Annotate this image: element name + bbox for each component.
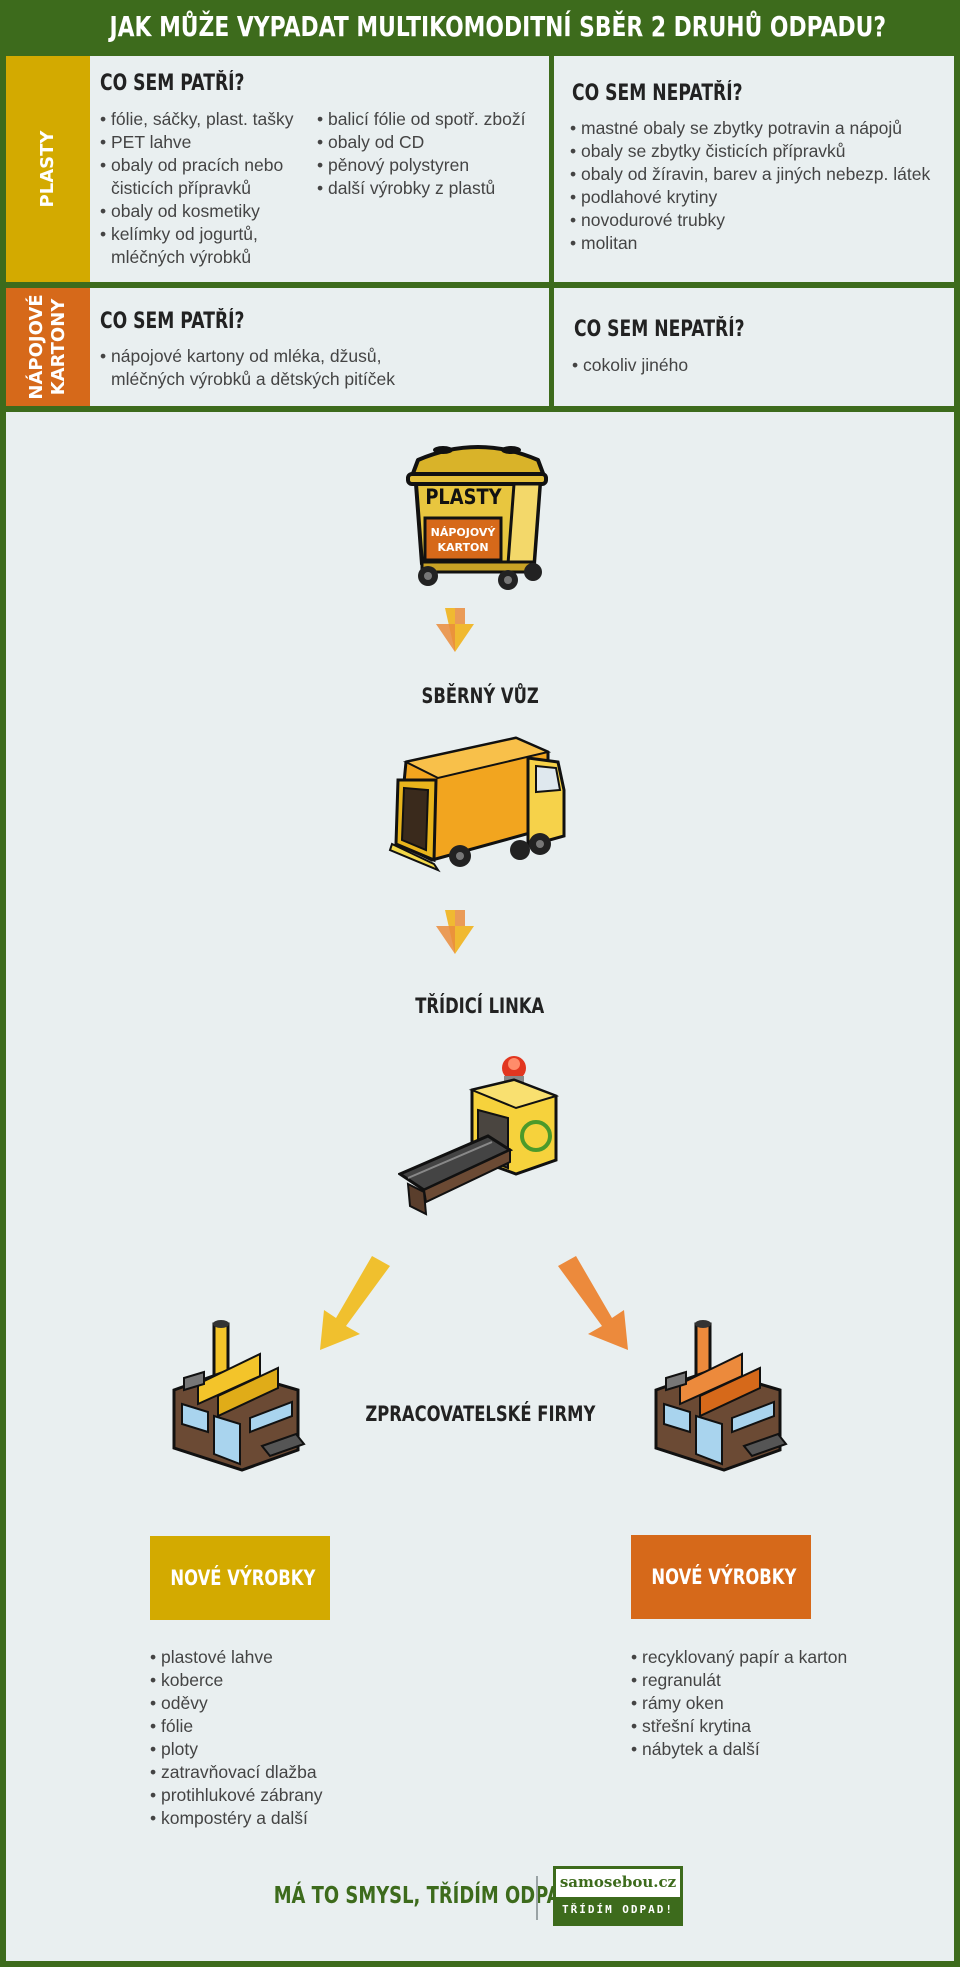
arrow-down-left-icon <box>320 1256 390 1350</box>
list-item: obaly od pracích nebo čisticích přípravk… <box>100 154 305 200</box>
list-item: fólie <box>150 1715 410 1738</box>
list-item: nápojové kartony od mléka, džusů, mléčný… <box>100 345 420 391</box>
list-item: střešní krytina <box>631 1715 911 1738</box>
list-item: molitan <box>570 232 950 255</box>
list-item: zatravňovací dlažba <box>150 1761 410 1784</box>
kartony-belongs-panel: CO SEM PATŘÍ? nápojové kartony od mléka,… <box>90 288 549 406</box>
kartony-not-heading: CO SEM NEPATŘÍ? <box>574 317 745 342</box>
list-item: obaly od kosmetiky <box>100 200 305 223</box>
arrow-down-icon <box>436 608 474 652</box>
factory-right-illustration <box>654 1320 788 1472</box>
list-item: PET lahve <box>100 131 305 154</box>
list-item: pěnový polystyren <box>317 154 547 177</box>
right-products-list: recyklovaný papír a kartonregranulátrámy… <box>631 1646 911 1761</box>
list-item: regranulát <box>631 1669 911 1692</box>
kartony-not-panel: CO SEM NEPATŘÍ? cokoliv jiného <box>554 288 954 406</box>
plasty-not-panel: CO SEM NEPATŘÍ? mastné obaly se zbytky p… <box>554 56 954 282</box>
list-item: rámy oken <box>631 1692 911 1715</box>
list-item: kompostéry a další <box>150 1807 410 1830</box>
footer-divider <box>536 1876 538 1920</box>
bin-sublabel-2: KARTON <box>437 541 488 554</box>
plasty-not-list: mastné obaly se zbytky potravin a nápojů… <box>570 117 950 255</box>
kartony-not-list: cokoliv jiného <box>572 354 942 377</box>
list-item: další výrobky z plastů <box>317 177 547 200</box>
list-item: obaly od CD <box>317 131 547 154</box>
list-item: obaly se zbytky čisticích přípravků <box>570 140 950 163</box>
samosebou-logo: samosebou.cz TŘÍDÍM ODPAD! <box>553 1866 683 1926</box>
list-item: kelímky od jogurtů, mléčných výrobků <box>100 223 305 269</box>
list-item: cokoliv jiného <box>572 354 942 377</box>
step-sorting-label: TŘÍDICÍ LINKA <box>415 994 545 1018</box>
arrow-down-right-icon <box>558 1256 628 1350</box>
truck-illustration <box>388 736 566 873</box>
sorting-line-illustration <box>398 1056 560 1216</box>
left-products-label: NOVÉ VÝROBKY <box>150 1536 330 1620</box>
list-item: balicí fólie od spotř. zboží <box>317 108 547 131</box>
kartony-belongs-list: nápojové kartony od mléka, džusů, mléčný… <box>100 345 420 391</box>
list-item: koberce <box>150 1669 410 1692</box>
factory-left-illustration <box>172 1320 306 1472</box>
step-firms-label: ZPRACOVATELSKÉ FIRMY <box>365 1402 595 1426</box>
list-item: fólie, sáčky, plast. tašky <box>100 108 305 131</box>
page-title: JAK MŮŽE VYPADAT MULTIKOMODITNÍ SBĚR 2 D… <box>109 10 887 43</box>
plasty-belongs-panel: CO SEM PATŘÍ? fólie, sáčky, plast. tašky… <box>90 56 549 282</box>
list-item: oděvy <box>150 1692 410 1715</box>
footer-slogan: MÁ TO SMYSL, TŘÍDÍM ODPAD! <box>273 1883 584 1909</box>
logo-tagline: TŘÍDÍM ODPAD! <box>556 1897 680 1923</box>
list-item: mastné obaly se zbytky potravin a nápojů <box>570 117 950 140</box>
list-item: recyklovaný papír a karton <box>631 1646 911 1669</box>
plasty-belongs-list-2: balicí fólie od spotř. zbožíobaly od CDp… <box>317 108 547 200</box>
list-item: novodurové trubky <box>570 209 950 232</box>
arrow-down-icon <box>436 910 474 954</box>
right-products-label: NOVÉ VÝROBKY <box>631 1535 811 1619</box>
list-item: plastové lahve <box>150 1646 410 1669</box>
bin-label: PLASTY <box>425 485 502 510</box>
list-item: ploty <box>150 1738 410 1761</box>
plasty-tag: PLASTY <box>6 56 90 282</box>
list-item: obaly od žíravin, barev a jiných nebezp.… <box>570 163 950 186</box>
list-item: podlahové krytiny <box>570 186 950 209</box>
plasty-not-heading: CO SEM NEPATŘÍ? <box>572 81 743 106</box>
logo-domain: samosebou.cz <box>559 1873 677 1891</box>
waste-bin-illustration: PLASTY NÁPOJOVÝ KARTON <box>406 445 548 590</box>
plasty-belongs-list-1: fólie, sáčky, plast. taškyPET lahveobaly… <box>100 108 305 269</box>
list-item: nábytek a další <box>631 1738 911 1761</box>
bin-sublabel-1: NÁPOJOVÝ <box>431 526 497 539</box>
plasty-belongs-heading: CO SEM PATŘÍ? <box>100 71 245 96</box>
list-item: protihlukové zábrany <box>150 1784 410 1807</box>
kartony-belongs-heading: CO SEM PATŘÍ? <box>100 309 245 334</box>
step-truck-label: SBĚRNÝ VŮZ <box>421 684 539 708</box>
left-products-list: plastové lahvekoberceoděvyfólieplotyzatr… <box>150 1646 410 1830</box>
